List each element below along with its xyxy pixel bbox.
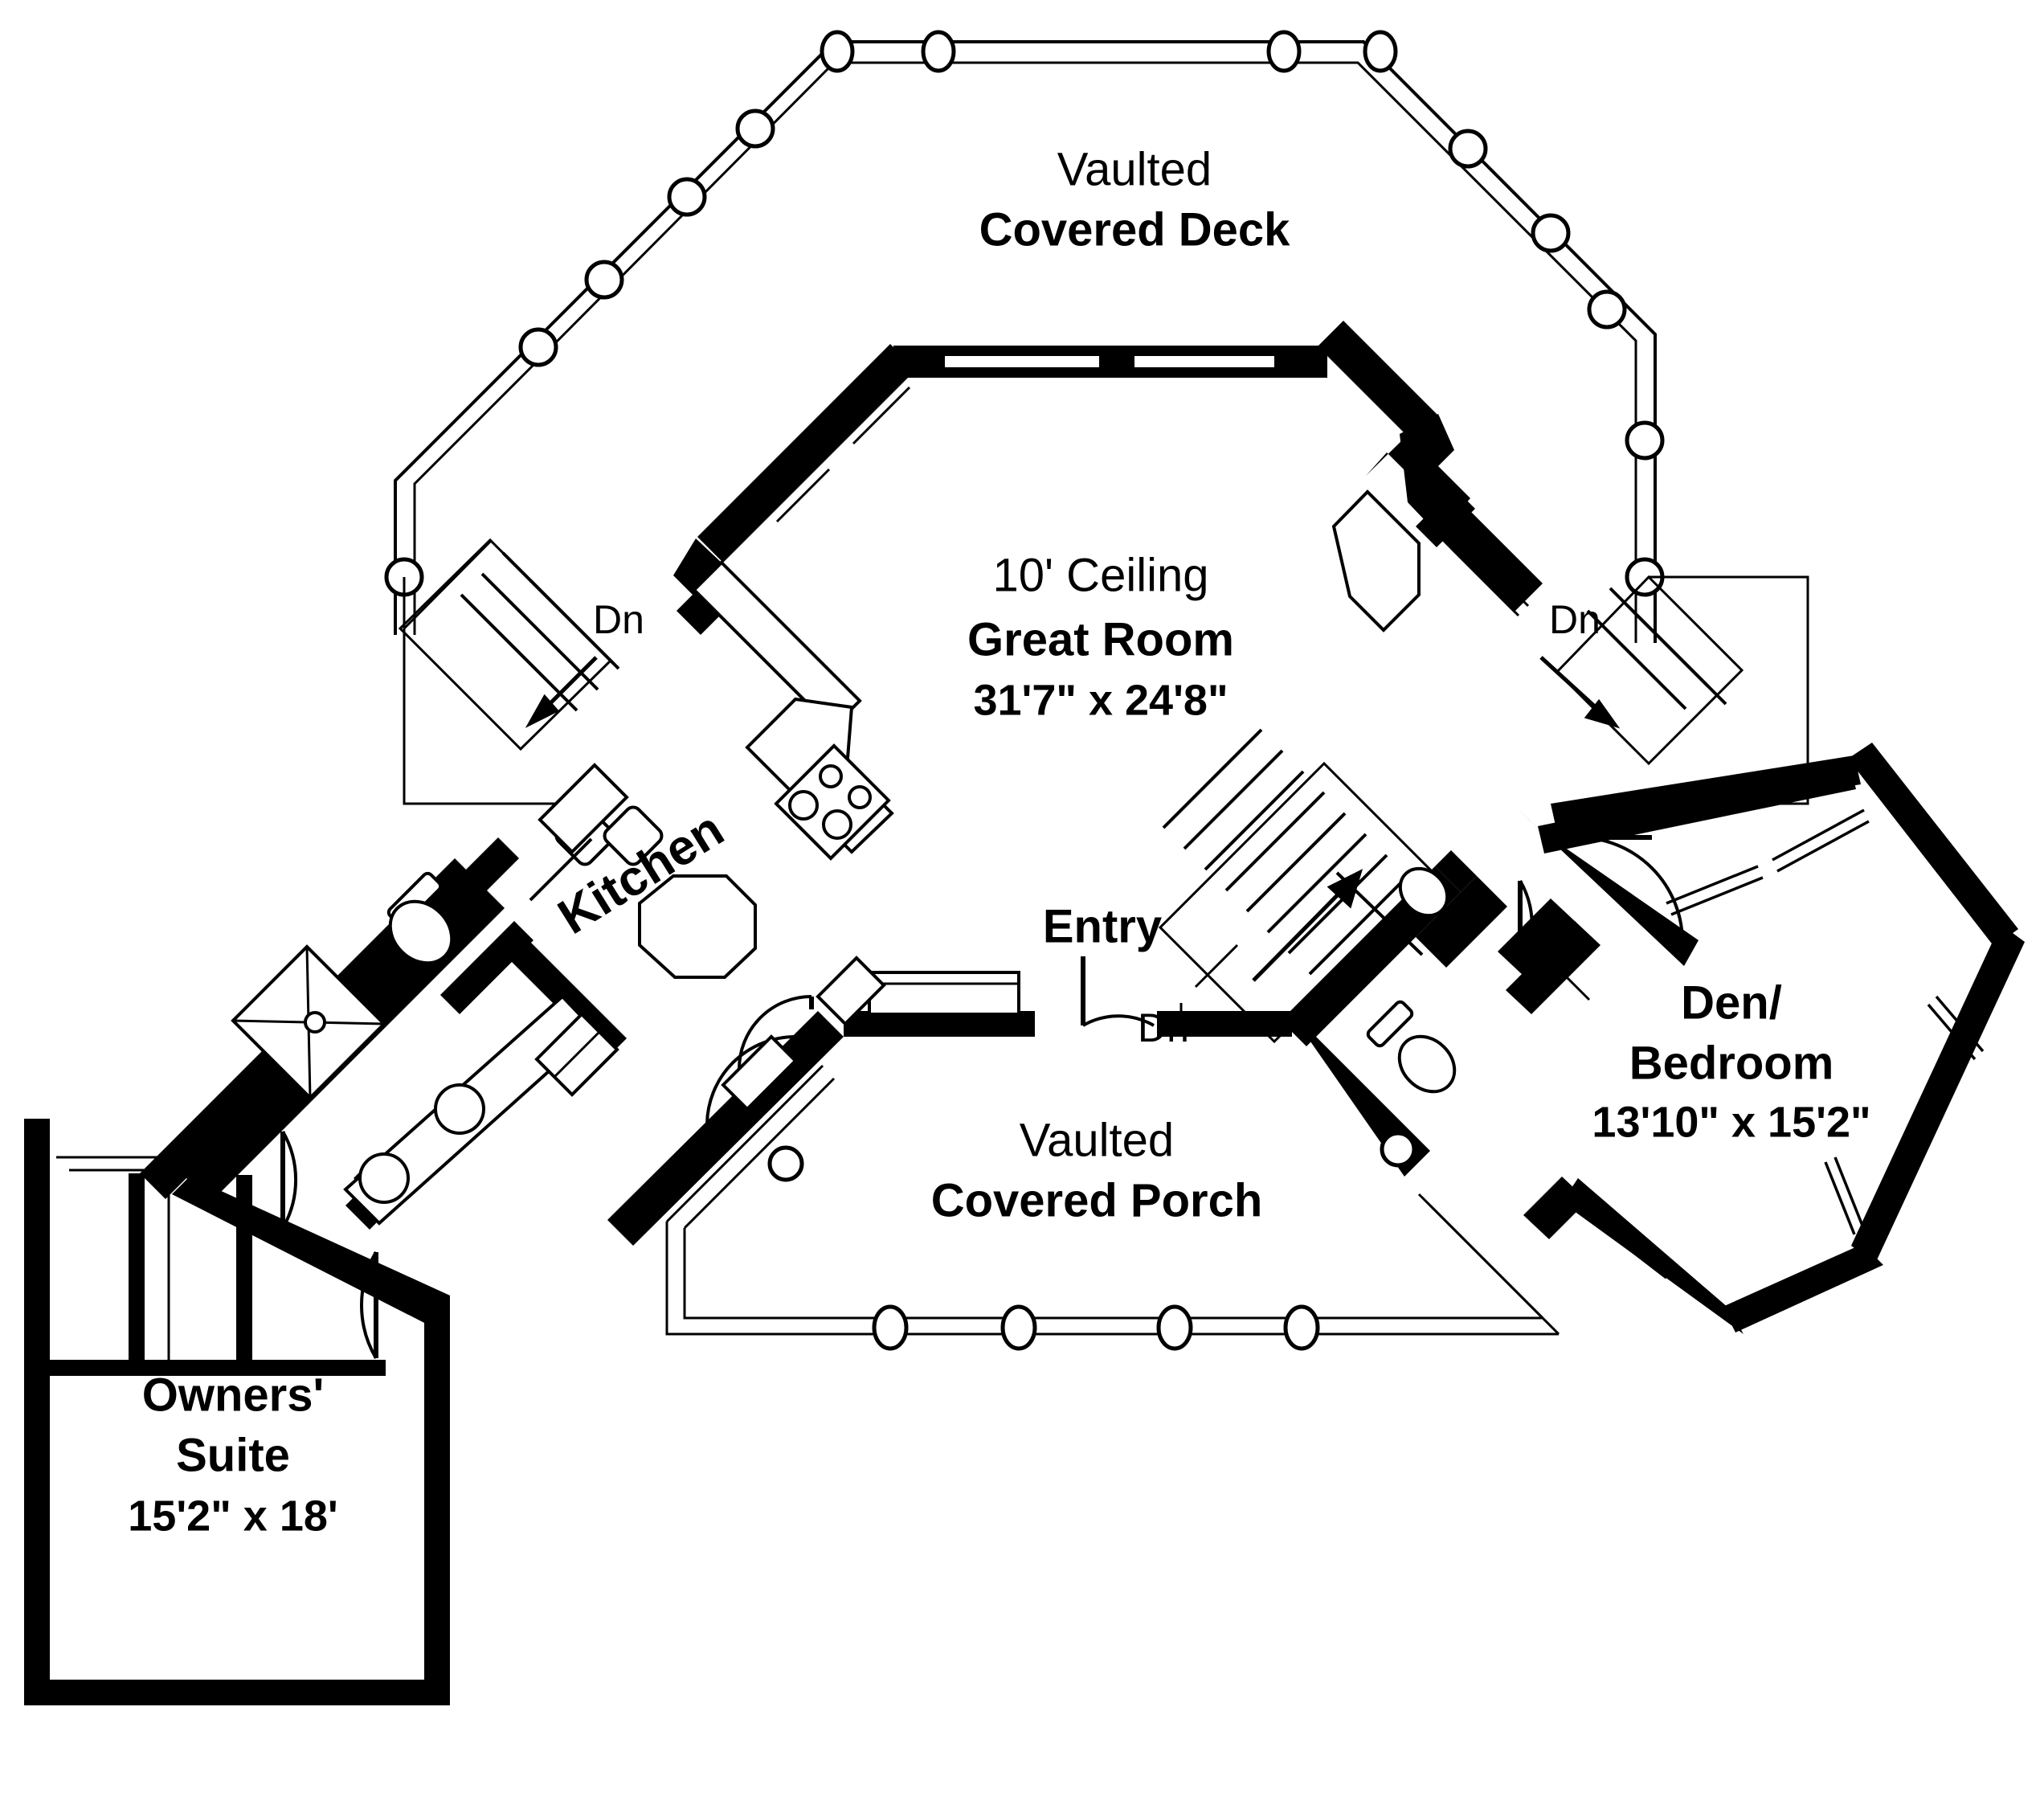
porch-label-line1: Vaulted bbox=[1020, 1114, 1174, 1166]
stair-down-label-entry: Dn bbox=[1138, 1005, 1189, 1050]
kitchen-area bbox=[529, 560, 894, 979]
owners-dimensions: 15'2" x 18' bbox=[128, 1492, 337, 1540]
den-dimensions: 13'10" x 15'2" bbox=[1592, 1098, 1870, 1146]
den-door-swing bbox=[1577, 835, 1684, 943]
den-label-line2: Bedroom bbox=[1629, 1037, 1834, 1089]
owners-suite-walls bbox=[24, 1119, 450, 1705]
deck-label-line2: Covered Deck bbox=[979, 203, 1291, 256]
left-stair bbox=[398, 538, 620, 751]
den-label-line1: Den/ bbox=[1681, 976, 1782, 1029]
entry-label: Entry bbox=[1043, 900, 1162, 952]
great-room-label: Great Room bbox=[967, 613, 1234, 665]
stair-down-label-right: Dn bbox=[1549, 597, 1600, 642]
great-room-ceiling-note: 10' Ceiling bbox=[992, 549, 1208, 601]
porch-label-line2: Covered Porch bbox=[931, 1174, 1263, 1226]
porch-posts bbox=[767, 1131, 1416, 1351]
great-room-walls bbox=[673, 321, 1543, 635]
great-room-dimensions: 31'7" x 24'8" bbox=[973, 676, 1228, 724]
deck-posts bbox=[384, 30, 1665, 597]
left-deck-step bbox=[403, 538, 562, 805]
deck-label-line1: Vaulted bbox=[1057, 143, 1212, 195]
owners-label-line1: Owners' bbox=[142, 1369, 325, 1421]
owners-label-line2: Suite bbox=[176, 1429, 290, 1481]
left-bath-fixtures bbox=[231, 871, 619, 1226]
owners-door-swings bbox=[280, 1131, 378, 1360]
stair-down-label-left: Dn bbox=[593, 597, 644, 642]
den-bedroom-walls bbox=[1498, 743, 2025, 1334]
entry-millwork bbox=[705, 956, 1020, 1126]
